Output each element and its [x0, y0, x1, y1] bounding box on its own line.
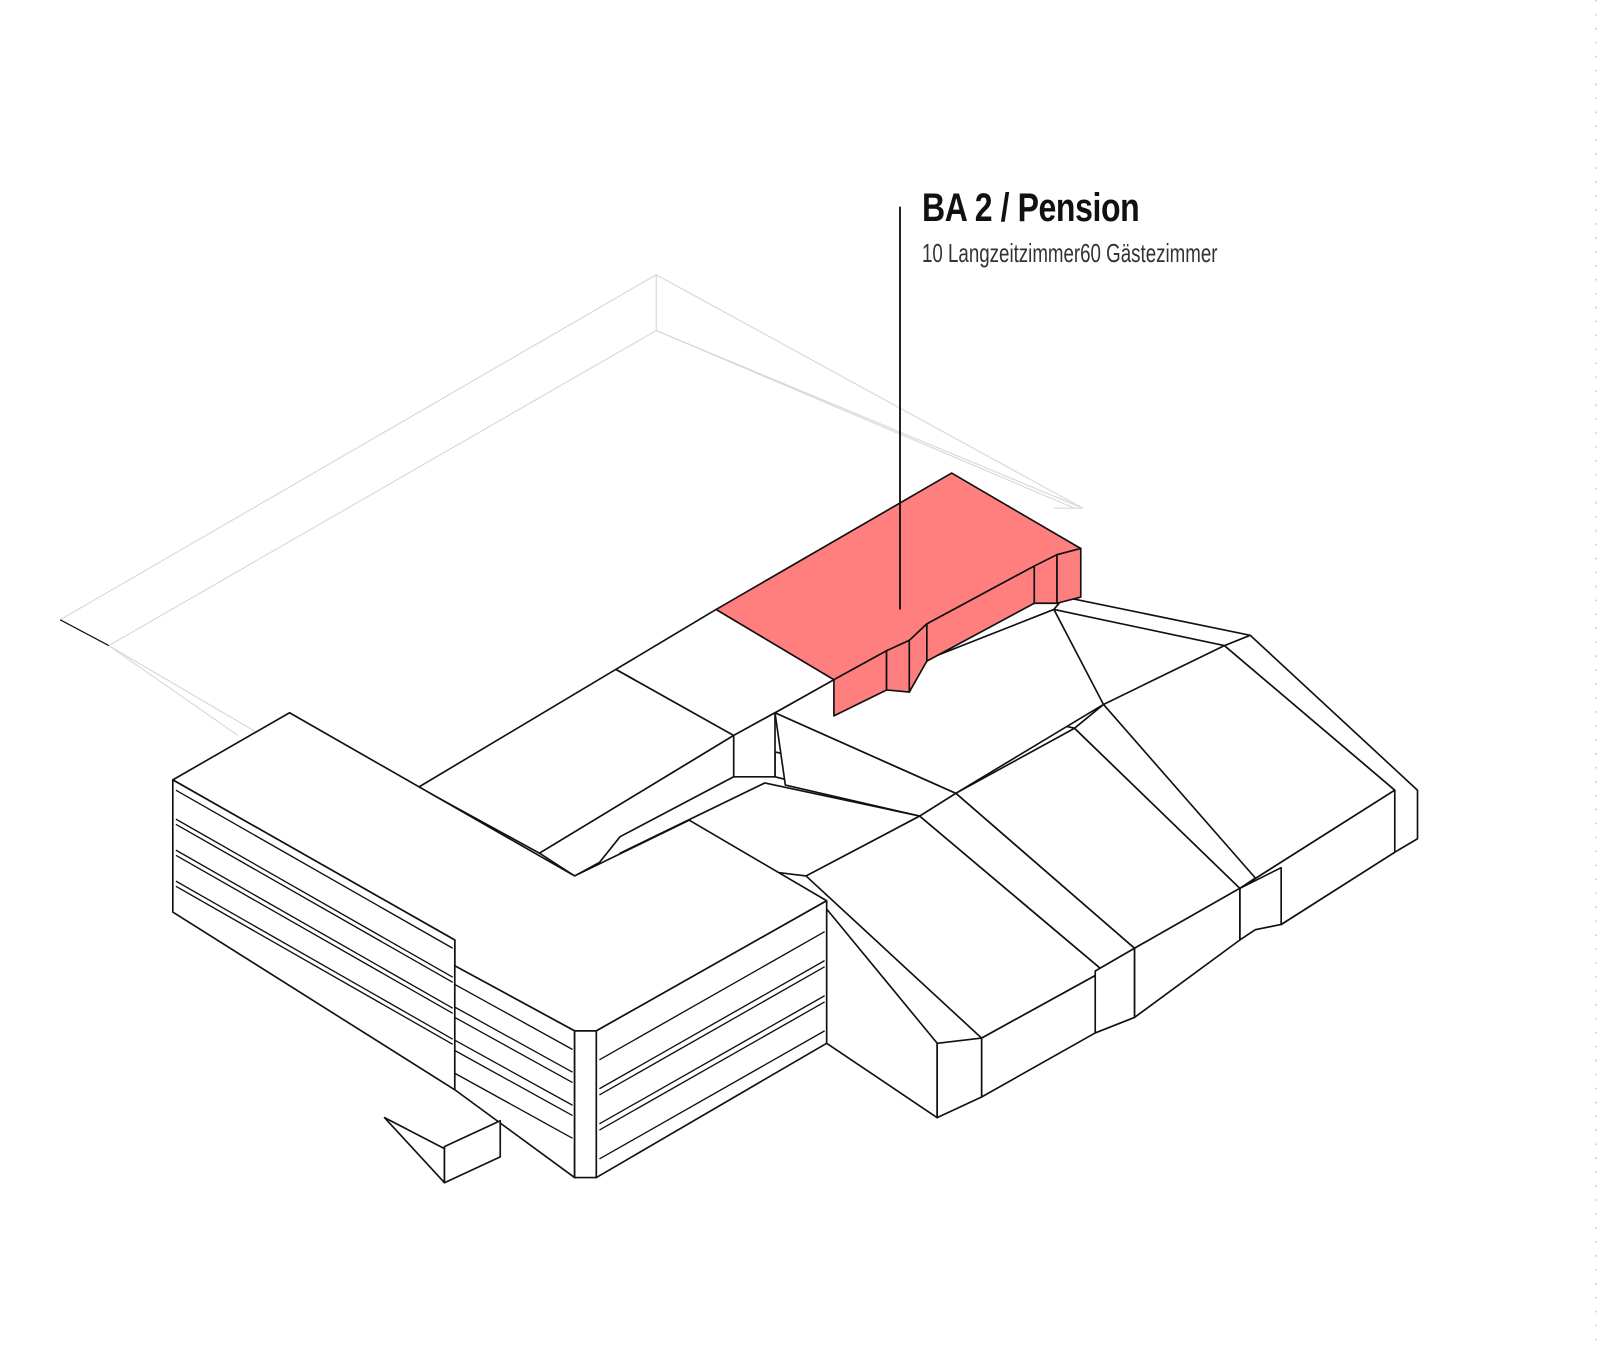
window-band-line [454, 1039, 573, 1106]
ghost-site-outline [59, 273, 1084, 736]
window-band-line [175, 885, 454, 1045]
label-title: BA 2 / Pension [922, 186, 1140, 230]
window-band-line [599, 966, 825, 1096]
window-band-line [454, 1006, 573, 1073]
shed-halls [619, 596, 1419, 1119]
window-band-line [175, 880, 454, 1040]
window-band-line [454, 1016, 573, 1084]
window-band-line [454, 983, 573, 1051]
window-band-line [454, 1049, 573, 1117]
window-band-line [599, 1030, 825, 1160]
window-band-line [599, 995, 825, 1125]
window-band-line [175, 854, 454, 1014]
middle-wing [417, 608, 835, 877]
window-band-line [175, 823, 454, 983]
window-band-line [175, 818, 454, 978]
facade-windows [175, 789, 825, 1160]
window-band-line [175, 789, 454, 949]
window-band-line [454, 1072, 573, 1139]
ba2-pension-highlight [715, 472, 1082, 717]
label-subtitle: 10 Langzeitzimmer60 Gästezimmer [922, 238, 1218, 268]
window-band-line [599, 931, 825, 1061]
window-band-line [175, 849, 454, 1009]
window-band-line [599, 1001, 825, 1131]
window-band-line [599, 960, 825, 1090]
